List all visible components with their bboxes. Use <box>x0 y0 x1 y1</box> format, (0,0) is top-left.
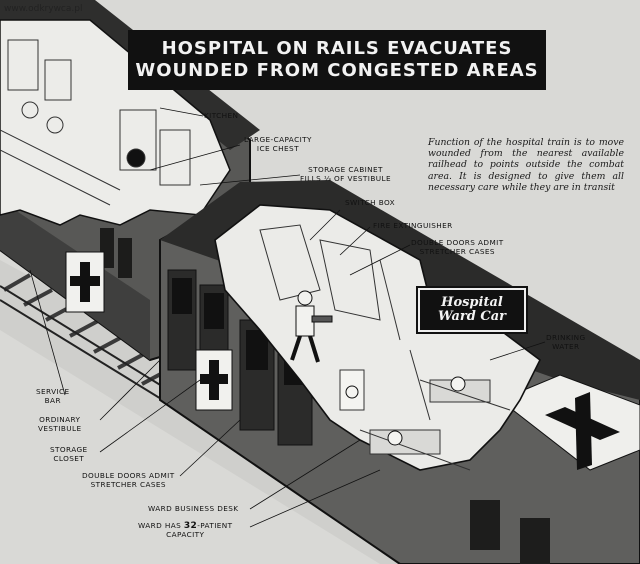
hospital-ward-car-sign: Hospital Ward Car <box>416 286 528 334</box>
sign-line-2: Ward Car <box>438 309 506 324</box>
label-storage-cabinet-line-1: STORAGE CABINET <box>308 165 383 174</box>
label-ordinary-vestibule: ORDINARY VESTIBULE <box>38 415 82 433</box>
label-ice-chest-line-2: ICE CHEST <box>256 143 299 153</box>
label-ward-business-desk: WARD BUSINESS DESK <box>148 504 239 513</box>
label-ward-capacity-line-1: WARD HAS 32-PATIENT <box>138 521 233 531</box>
red-cross-kitchen-car <box>65 251 105 313</box>
ward-interior-details <box>259 224 511 471</box>
kitchen-cutaway <box>0 19 231 226</box>
label-ice-chest-line-1: LARGE-CAPACITY <box>244 135 312 144</box>
ward-car-lower-windows <box>470 500 550 564</box>
description-paragraph: Function of the hospital train is to mov… <box>428 137 624 193</box>
label-ward-capacity-line-2: CAPACITY <box>166 529 205 539</box>
label-ordinary-vestibule-line-1: ORDINARY <box>39 415 81 424</box>
red-cross-roof <box>545 392 620 470</box>
label-ward-capacity: WARD HAS 32-PATIENT CAPACITY <box>138 521 233 539</box>
patient-figures <box>345 376 466 446</box>
leader-lines <box>29 107 546 528</box>
label-storage-cabinet: STORAGE CABINET FILLS ⅓ OF VESTIBULE <box>300 165 391 183</box>
label-double-doors-bottom: DOUBLE DOORS ADMIT STRETCHER CASES <box>82 471 175 489</box>
label-double-doors-top-line-2: STRETCHER CASES <box>419 246 495 256</box>
headline-line-2: WOUNDED FROM CONGESTED AREAS <box>135 60 539 81</box>
label-double-doors-bottom-line-2: STRETCHER CASES <box>90 479 166 489</box>
ward-car-cutaway <box>214 204 542 471</box>
headline-line-1: HOSPITAL ON RAILS EVACUATES <box>161 38 513 59</box>
label-drinking-water: DRINKING WATER <box>546 333 586 351</box>
headline-banner: HOSPITAL ON RAILS EVACUATES WOUNDED FROM… <box>128 30 546 90</box>
label-storage-cabinet-line-2: FILLS ⅓ OF VESTIBULE <box>300 173 391 183</box>
label-fire-extinguisher: FIRE EXTINGUISHER <box>373 221 453 230</box>
watermark: www.odkrywca.pl <box>4 4 83 14</box>
label-kitchen: KITCHEN <box>204 111 239 120</box>
label-double-doors-bottom-line-1: DOUBLE DOORS ADMIT <box>82 471 175 480</box>
label-double-doors-top: DOUBLE DOORS ADMIT STRETCHER CASES <box>411 238 504 256</box>
label-storage-closet: STORAGE CLOSET <box>50 445 88 463</box>
label-storage-closet-line-2: CLOSET <box>53 453 85 463</box>
label-ice-chest: LARGE-CAPACITY ICE CHEST <box>244 135 312 153</box>
label-service-bar-line-1: SERVICE <box>36 387 70 396</box>
attendant-figure <box>290 290 333 363</box>
capacity-number: 32 <box>183 521 198 531</box>
label-ordinary-vestibule-line-2: VESTIBULE <box>38 423 82 433</box>
capacity-prefix: WARD HAS <box>138 521 184 530</box>
label-storage-closet-line-1: STORAGE <box>50 445 88 454</box>
sign-line-1: Hospital <box>441 295 503 310</box>
kitchen-details <box>0 39 191 206</box>
label-drinking-water-line-1: DRINKING <box>546 333 586 342</box>
label-double-doors-top-line-1: DOUBLE DOORS ADMIT <box>411 238 504 247</box>
label-switch-box: SWITCH BOX <box>345 198 396 207</box>
capacity-suffix: -PATIENT <box>197 521 233 530</box>
label-service-bar: SERVICE BAR <box>36 387 70 405</box>
label-drinking-water-line-2: WATER <box>552 341 580 351</box>
red-cross-ward-car <box>195 349 233 411</box>
label-service-bar-line-2: BAR <box>44 395 61 405</box>
